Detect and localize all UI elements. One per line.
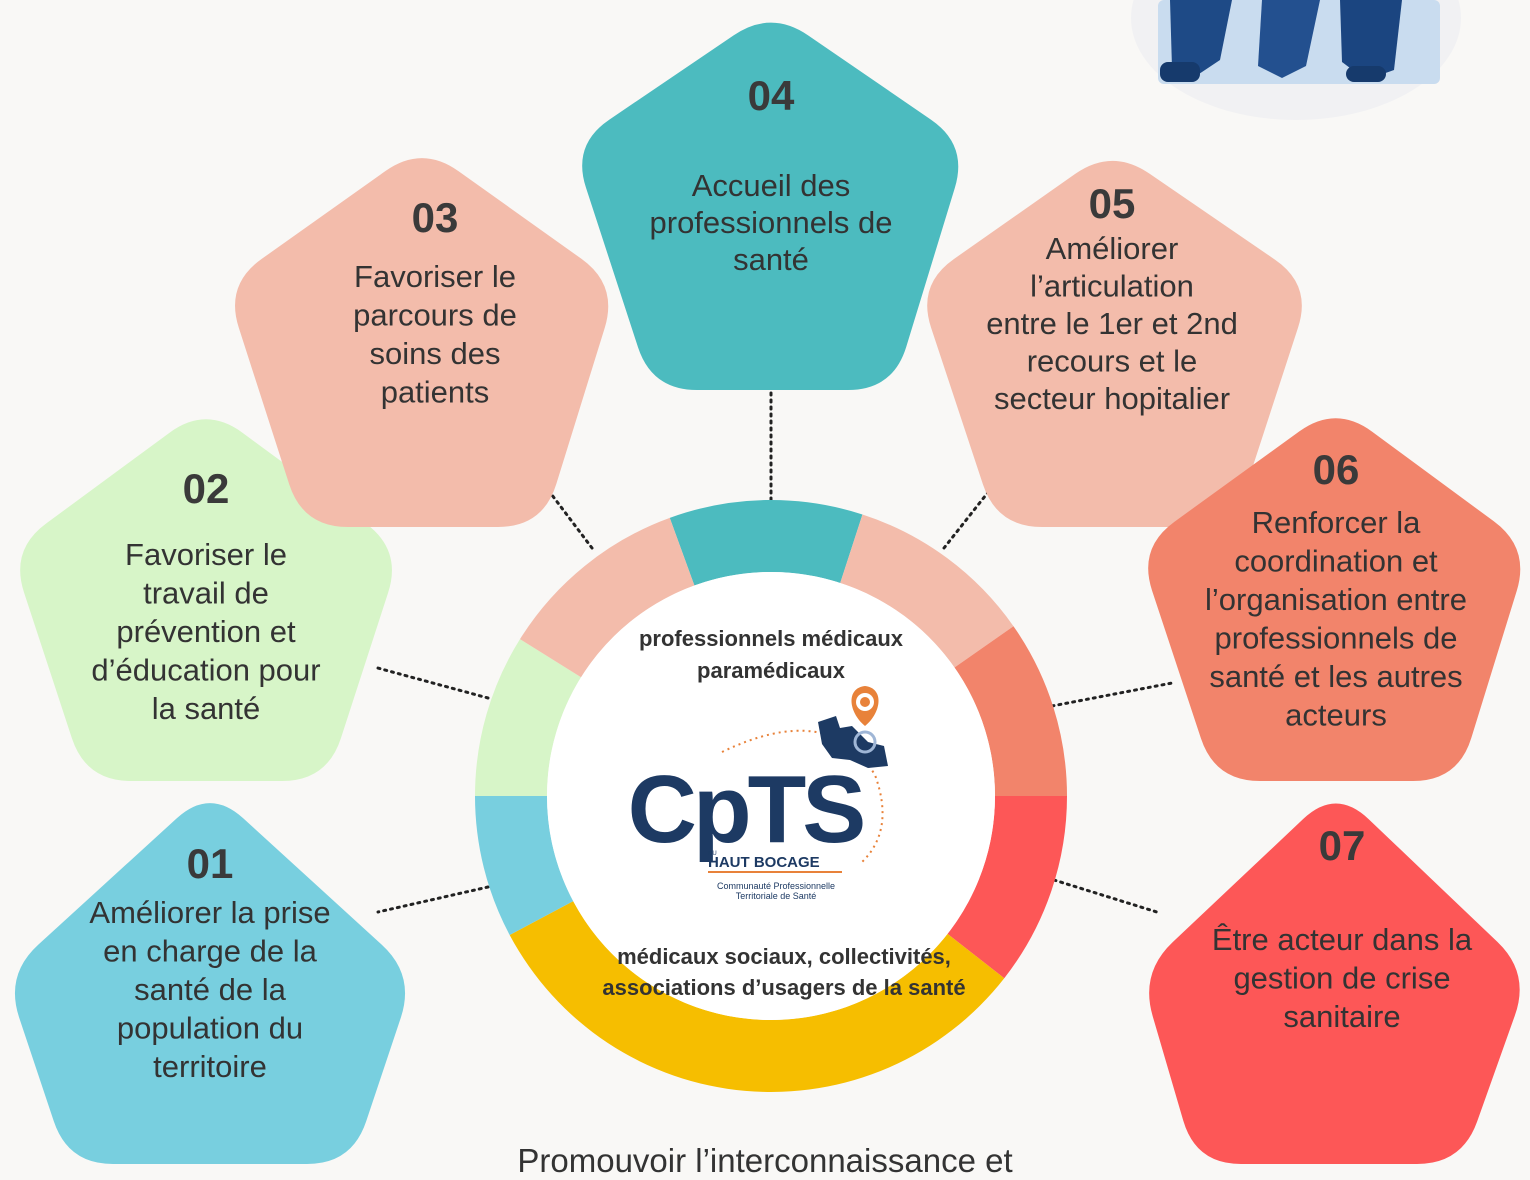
center-bottom-label: associations d’usagers de la santé [602, 975, 965, 1000]
connector-06 [1050, 681, 1174, 708]
mission-text-06-line: Renforcer la [1252, 505, 1422, 540]
mission-text-06-line: acteurs [1285, 698, 1387, 733]
logo-wordmark: CpTS [628, 756, 864, 863]
mission-shape-05 [927, 160, 1302, 527]
connector-02 [372, 665, 490, 700]
ring-segment-06 [954, 626, 1067, 796]
bottom-caption: Promouvoir l’interconnaissance et [517, 1142, 1013, 1179]
connector-07 [1052, 878, 1162, 915]
logo-tagline: Territoriale de Santé [736, 891, 817, 901]
ring-segment-05 [840, 514, 1014, 668]
mission-text-04-line: Accueil des [692, 168, 851, 203]
mission-shape-01 [14, 803, 406, 1164]
mission-number-02: 02 [183, 465, 230, 512]
center-bottom-label: médicaux sociaux, collectivités, [617, 944, 951, 969]
mission-text-03-line: parcours de [353, 298, 517, 333]
mission-text-07-line: Être acteur dans la [1212, 922, 1473, 957]
ring-segment-07 [947, 796, 1067, 979]
mission-text-02-line: la santé [152, 691, 261, 726]
mission-number-06: 06 [1313, 446, 1360, 493]
mission-text-02-line: d’éducation pour [91, 653, 320, 688]
mission-text-07-line: gestion de crise [1233, 961, 1450, 996]
mission-text-04-line: santé [733, 242, 809, 277]
mission-text-05-line: Améliorer [1046, 231, 1179, 266]
signal-ring-icon [853, 730, 877, 754]
mission-shape-03 [235, 158, 609, 527]
mission-number-04: 04 [748, 72, 795, 119]
mission-number-03: 03 [412, 194, 459, 241]
mission-number-07: 07 [1319, 822, 1366, 869]
mission-text-07-line: sanitaire [1283, 999, 1400, 1034]
mission-text-01-line: Améliorer la prise [89, 895, 330, 930]
ring-segment-02 [475, 639, 582, 796]
center-disc [547, 572, 995, 1020]
mission-text-05-line: entre le 1er et 2nd [986, 306, 1238, 341]
mission-text-03-line: soins des [370, 336, 501, 371]
ring-segment-03 [519, 517, 695, 678]
ring-segment-01 [475, 796, 574, 935]
mission-text-01-line: territoire [153, 1049, 267, 1084]
mission-text-05-line: secteur hopitalier [994, 381, 1230, 416]
mission-number-05: 05 [1089, 180, 1136, 227]
mission-shape-02 [20, 419, 392, 781]
mission-number-01: 01 [187, 840, 234, 887]
mission-text-02-line: Favoriser le [125, 537, 287, 572]
logo-name: HAUT BOCAGE [708, 854, 820, 871]
mission-text-06-line: professionnels de [1215, 621, 1458, 656]
mission-text-03-line: patients [381, 375, 490, 410]
mission-text-05-line: recours et le [1027, 344, 1198, 379]
mission-text-06-line: l’organisation entre [1205, 582, 1467, 617]
ring-segment-04 [669, 500, 863, 586]
mission-shape-04 [582, 22, 959, 390]
mission-text-01-line: santé de la [134, 972, 286, 1007]
mission-text-05-line: l’articulation [1030, 269, 1194, 304]
center-top-label: paramédicaux [697, 658, 846, 683]
mission-text-06-line: coordination et [1234, 544, 1438, 579]
mission-shape-07 [1149, 803, 1520, 1164]
mission-text-06-line: santé et les autres [1209, 659, 1462, 694]
territory-map-icon [818, 716, 888, 768]
mission-text-02-line: travail de [143, 576, 269, 611]
corner-illustration [1131, 0, 1461, 120]
mission-shape-06 [1148, 418, 1521, 781]
ring-segment-social [509, 901, 1005, 1092]
mission-text-04-line: professionnels de [650, 205, 893, 240]
logo-orbit [721, 729, 884, 863]
mission-text-01-line: en charge de la [103, 934, 317, 969]
mission-text-02-line: prévention et [116, 614, 296, 649]
connector-01 [376, 885, 490, 914]
logo-tagline: Communauté Professionnelle [717, 881, 835, 891]
logo-du: DU [708, 851, 717, 857]
center-top-label: professionnels médicaux [639, 626, 904, 651]
mission-text-03-line: Favoriser le [354, 259, 516, 294]
mission-text-01-line: population du [117, 1011, 303, 1046]
